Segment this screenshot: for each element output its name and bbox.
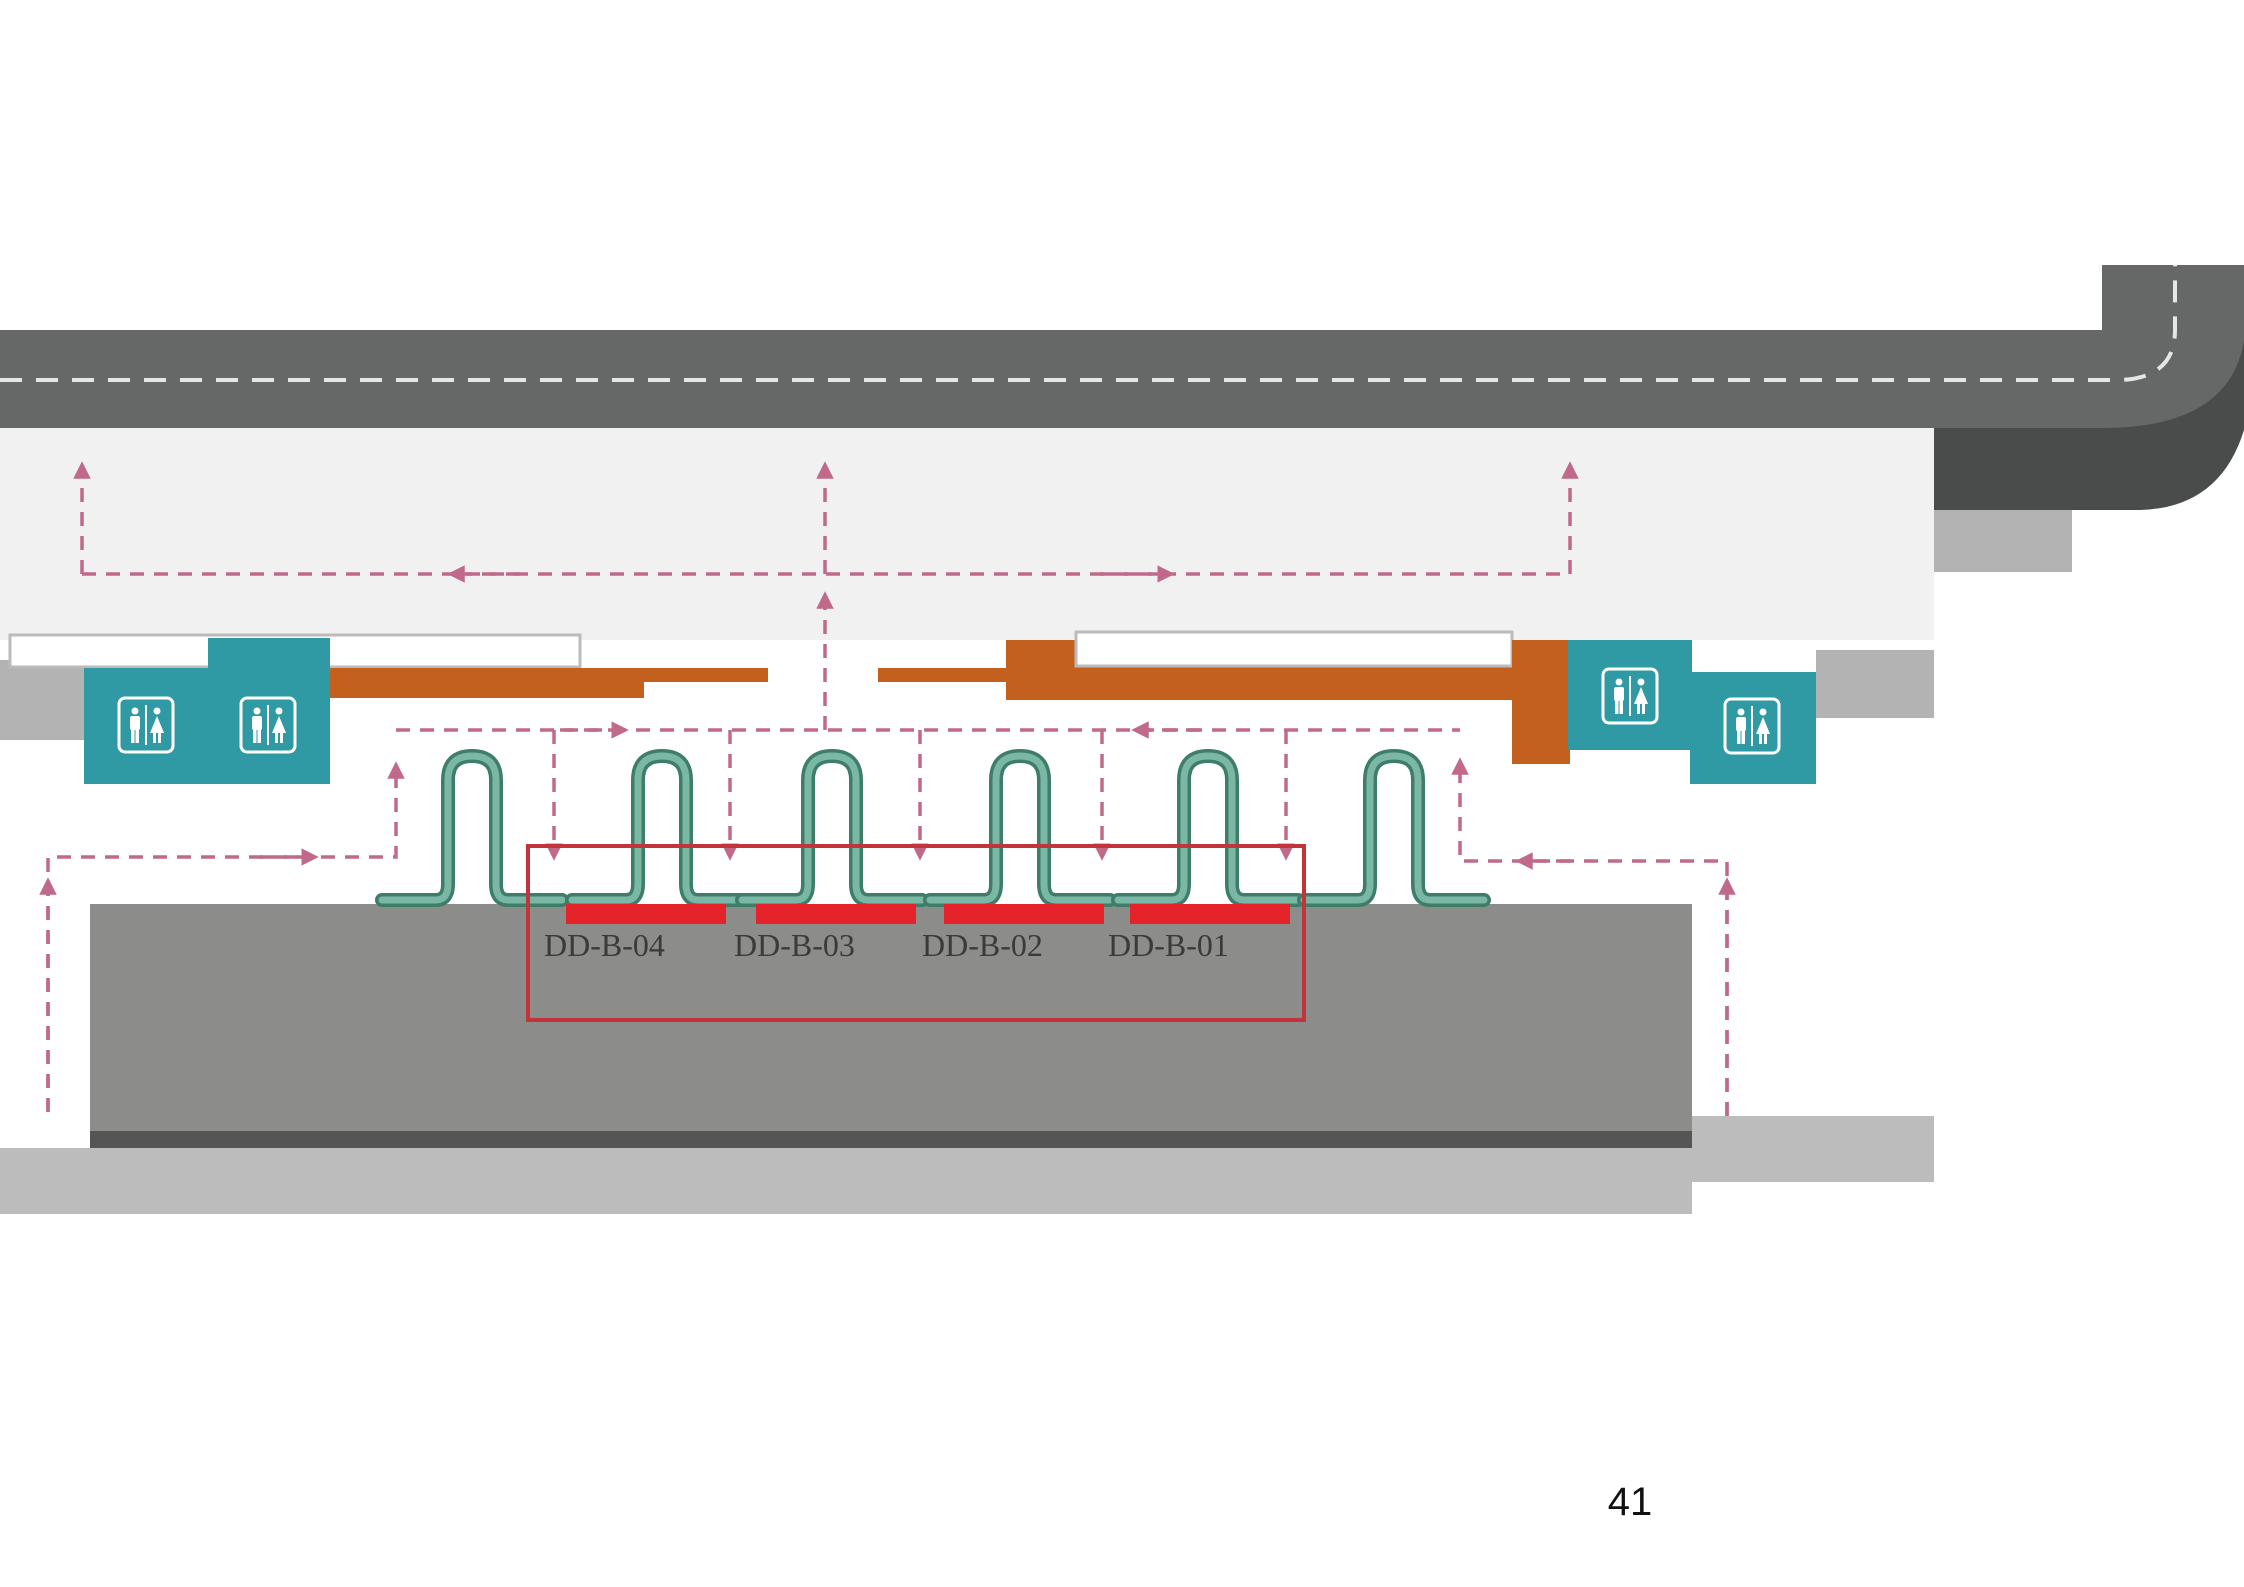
platform-right xyxy=(1692,1116,1934,1182)
jet-bridge-highlight xyxy=(378,752,566,904)
terminal-building xyxy=(90,904,1692,1148)
grey-block-right-top xyxy=(1934,510,2072,572)
restroom-icon xyxy=(117,696,175,754)
gate-bar xyxy=(566,904,726,924)
gate-bar xyxy=(756,904,916,924)
restroom-icon xyxy=(239,696,297,754)
jet-bridge xyxy=(1111,749,1305,907)
orange-wall-left-1 xyxy=(330,668,768,682)
jet-bridge xyxy=(923,749,1117,907)
restroom-icon xyxy=(1723,697,1781,755)
jet-bridge xyxy=(735,749,929,907)
grey-block-right-mid xyxy=(1816,650,1934,718)
gate-label: DD-B-04 xyxy=(544,927,665,963)
gate-bar xyxy=(1130,904,1290,924)
jet-bridge-highlight xyxy=(1114,752,1302,904)
platform xyxy=(0,1148,1692,1214)
jet-bridge xyxy=(375,749,569,907)
building-edge xyxy=(90,1131,1692,1148)
jet-bridge xyxy=(565,749,759,907)
orange-wall-right-1 xyxy=(878,668,1008,682)
gate-label: DD-B-03 xyxy=(734,927,855,963)
lane-marking xyxy=(0,265,2177,382)
orange-wall-left-2 xyxy=(330,682,644,698)
white-strip-right xyxy=(1074,630,1514,668)
grey-block-left xyxy=(0,660,90,740)
jet-bridge-highlight xyxy=(738,752,926,904)
gate-label: DD-B-01 xyxy=(1108,927,1229,963)
jet-bridge-highlight xyxy=(568,752,756,904)
jet-bridge-highlight xyxy=(926,752,1114,904)
gate-highlight-box xyxy=(526,844,1306,1022)
orange-wall-right-3 xyxy=(1512,640,1570,764)
passenger-flow-paths xyxy=(39,461,1736,1116)
road-curve xyxy=(2102,265,2244,428)
landside-plaza xyxy=(0,428,1934,640)
jet-bridge xyxy=(1297,749,1491,907)
jet-bridge-highlight xyxy=(1300,752,1488,904)
gate-label: DD-B-02 xyxy=(922,927,1043,963)
page-number: 41 xyxy=(1607,1480,1653,1524)
gate-bar xyxy=(944,904,1104,924)
restroom-icon xyxy=(1601,667,1659,725)
